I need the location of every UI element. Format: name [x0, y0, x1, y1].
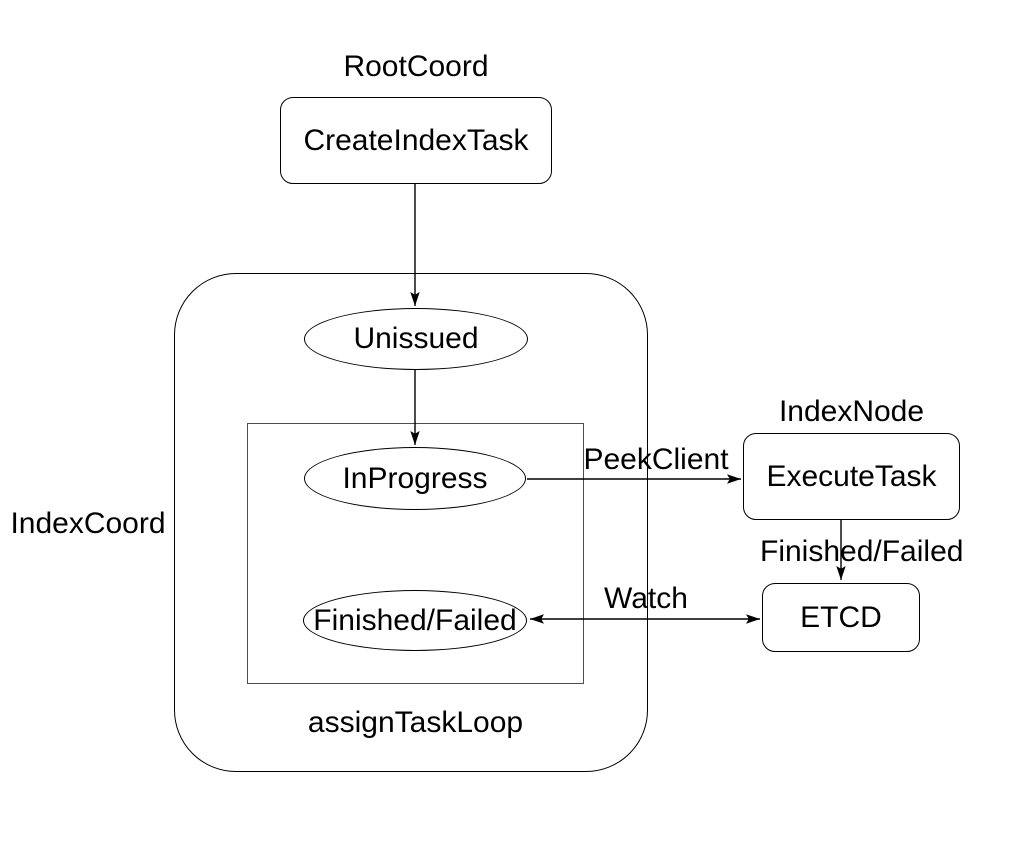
in-progress-state-label: InProgress — [342, 461, 488, 495]
execute-task-node-label: ExecuteTask — [766, 459, 937, 493]
peek-client-edge-label: PeekClient — [583, 443, 729, 476]
finished-failed-edge-label: Finished/Failed — [760, 535, 964, 568]
finished-failed-state-label: Finished/Failed — [313, 603, 517, 637]
index-coord-label: IndexCoord — [10, 507, 166, 540]
finished-failed-state-node: Finished/Failed — [303, 590, 527, 651]
create-index-task-node: CreateIndexTask — [280, 97, 552, 184]
index-coord-container — [174, 273, 648, 772]
index-node-label: IndexNode — [778, 395, 925, 428]
etcd-node: ETCD — [762, 583, 920, 652]
in-progress-state-node: InProgress — [304, 447, 526, 510]
etcd-node-label: ETCD — [800, 600, 882, 634]
root-coord-label: RootCoord — [343, 50, 489, 83]
unissued-state-label: Unissued — [353, 322, 479, 355]
unissued-state-node: Unissued — [304, 308, 528, 370]
create-index-task-node-label: CreateIndexTask — [303, 123, 529, 157]
execute-task-node: ExecuteTask — [743, 433, 960, 520]
watch-edge-label: Watch — [604, 582, 688, 615]
assign-task-loop-label: assignTaskLoop — [307, 706, 524, 739]
